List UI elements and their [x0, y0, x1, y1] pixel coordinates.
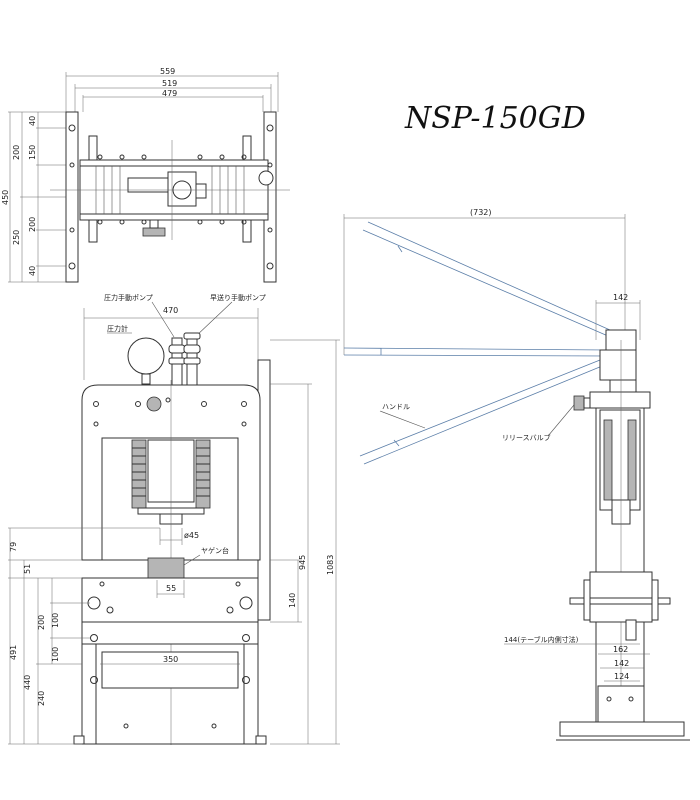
dim-124: 124 — [614, 672, 629, 681]
dim-491: 491 — [9, 645, 18, 660]
dim-200-lower: 200 — [28, 217, 37, 232]
dim-142-bottom: 142 — [614, 659, 629, 668]
dim-350: 350 — [163, 655, 178, 664]
label-handle: ハンドル — [382, 403, 410, 411]
dim-40-top: 40 — [28, 116, 37, 126]
dim-479: 479 — [162, 89, 177, 98]
label-fast-pump: 早送り手動ポンプ — [210, 293, 266, 302]
dim-100-upper: 100 — [51, 613, 60, 628]
label-yagen: ヤゲン台 — [201, 546, 229, 555]
dim-1083: 1083 — [326, 555, 335, 575]
dim-142-top: 142 — [613, 293, 628, 302]
dim-200-front: 200 — [37, 615, 46, 630]
front-view: 圧力手動ポンプ 早送り手動ポンプ 圧力計 470 — [8, 293, 340, 745]
label-table-inner: 144(テーブル内側寸法) — [504, 635, 579, 644]
label-pressure-pump: 圧力手動ポンプ — [104, 293, 153, 302]
dim-200-upper: 200 — [12, 145, 21, 160]
label-release-valve: リリースバルブ — [502, 433, 551, 442]
dim-40-bottom: 40 — [28, 266, 37, 276]
dim-100-lower: 100 — [51, 647, 60, 662]
dim-732: (732) — [470, 208, 492, 217]
dim-55: 55 — [166, 584, 176, 593]
label-gauge: 圧力計 — [107, 324, 128, 333]
dim-559: 559 — [160, 67, 175, 76]
dim-945: 945 — [298, 555, 307, 570]
dim-250: 250 — [12, 230, 21, 245]
dim-162: 162 — [613, 645, 628, 654]
dim-470: 470 — [163, 306, 178, 315]
model-title: NSP-150GD — [404, 101, 586, 136]
dim-240: 240 — [37, 691, 46, 706]
dim-440: 440 — [23, 675, 32, 690]
side-view: (732) 142 ハンドル リリースバルブ — [343, 208, 690, 741]
top-view: 559 519 479 40 200 150 450 200 250 40 — [1, 67, 290, 283]
dim-450: 450 — [1, 190, 10, 205]
dim-519: 519 — [162, 79, 177, 88]
dim-140: 140 — [288, 593, 297, 608]
dim-150: 150 — [28, 145, 37, 160]
dim-79: 79 — [9, 542, 18, 552]
dim-dia-45: ø45 — [184, 531, 199, 540]
dim-51: 51 — [23, 564, 32, 574]
